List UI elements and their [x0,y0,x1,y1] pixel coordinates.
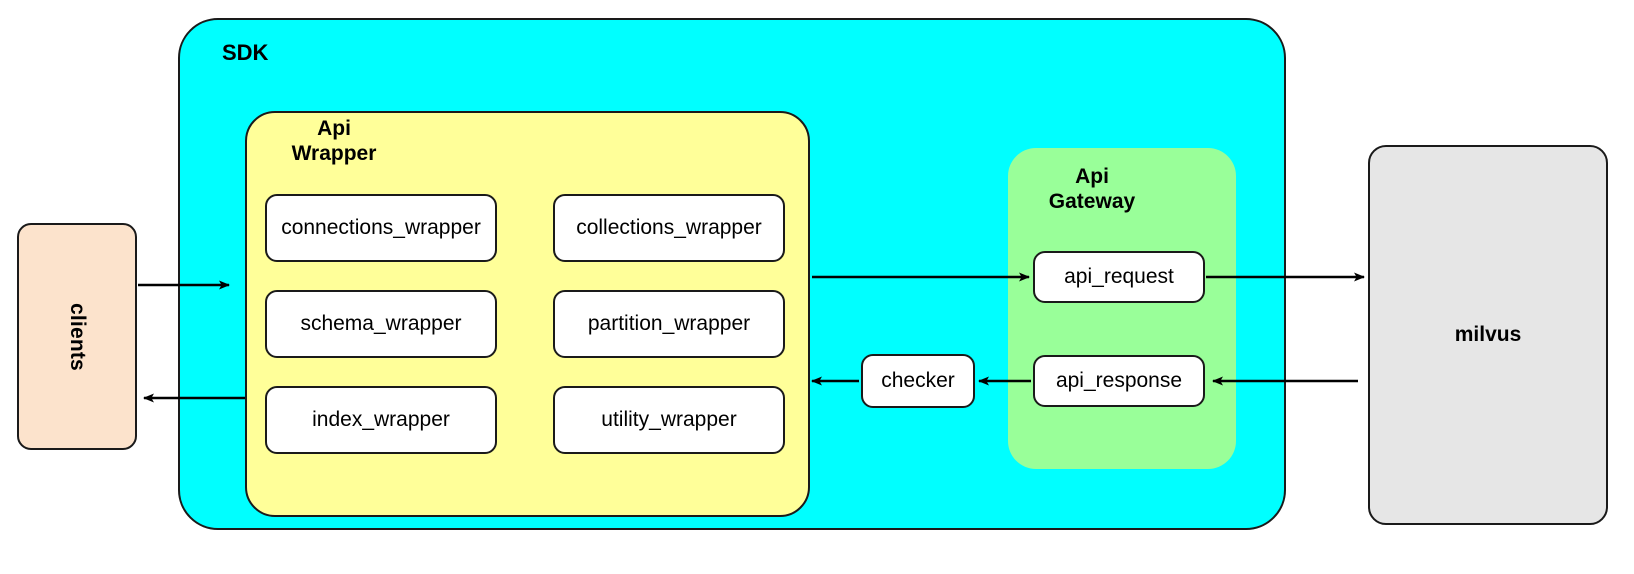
milvus-label: milvus [1454,323,1522,346]
node-api-response[interactable]: api_response [1033,355,1205,407]
api-gateway-label-line2: Gateway [1048,190,1136,214]
api-wrapper-label: Api Wrapper [259,116,409,166]
node-api-request[interactable]: api_request [1033,251,1205,303]
api-gateway-label: Api Gateway [1022,164,1162,214]
node-checker[interactable]: checker [861,354,975,408]
node-collections-wrapper[interactable]: collections_wrapper [553,194,785,262]
api-wrapper-label-line1: Api [317,117,351,140]
node-connections-wrapper[interactable]: connections_wrapper [265,194,497,262]
sdk-label: SDK [222,40,269,65]
clients-label: clients [66,302,89,371]
api-wrapper-label-line2: Wrapper [291,142,377,166]
clients-node[interactable]: clients [17,223,137,450]
node-utility-wrapper[interactable]: utility_wrapper [553,386,785,454]
milvus-node[interactable]: milvus [1368,145,1608,525]
node-index-wrapper[interactable]: index_wrapper [265,386,497,454]
api-gateway-label-line1: Api [1075,165,1109,188]
node-schema-wrapper[interactable]: schema_wrapper [265,290,497,358]
api-gateway-container[interactable] [1008,148,1236,469]
node-partition-wrapper[interactable]: partition_wrapper [553,290,785,358]
